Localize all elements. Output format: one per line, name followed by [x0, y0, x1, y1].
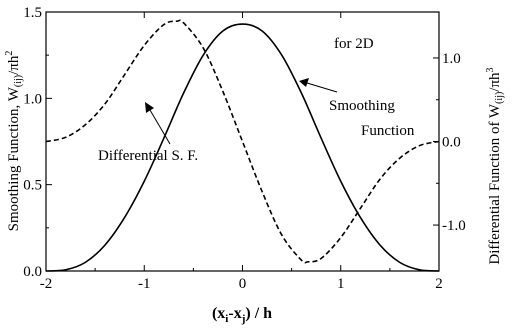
annotation-for-2d: for 2D [334, 36, 374, 52]
y-left-tick-label: 0.0 [23, 264, 42, 280]
label-function: Function [361, 123, 415, 139]
plot-frame [45, 11, 440, 272]
y-right-axis-label: Differential Function of W(ij)/πh3 [485, 67, 505, 264]
x-axis-ticks: -2 -1 0 1 2 [40, 12, 443, 292]
y-right-tick-label: 1.0 [442, 51, 461, 67]
arrow-differential-shaft [149, 109, 171, 145]
x-axis-label: (xi-xj) / h [212, 305, 272, 325]
x-tick-label: -1 [138, 276, 151, 292]
arrow-differential-head [145, 102, 154, 113]
x-tick-label: 0 [239, 276, 247, 292]
series-line-differential-sf [45, 19, 440, 264]
label-differential: Differential S. F. [98, 148, 198, 164]
y-left-tick-label: 0.5 [23, 178, 42, 194]
x-tick-label: 2 [435, 276, 443, 292]
label-smoothing: Smoothing [329, 98, 395, 114]
x-tick-label: 1 [337, 276, 345, 292]
y-left-tick-label: 1.0 [23, 91, 42, 107]
y-right-tick-label: -1.0 [442, 218, 466, 234]
arrow-smoothing-shaft [306, 82, 338, 93]
y-left-tick-label: 1.5 [23, 5, 42, 21]
x-tick-label: -2 [40, 276, 53, 292]
y-left-axis-ticks: 0.0 0.5 1.0 1.5 [23, 5, 52, 280]
arrow-smoothing-head [299, 78, 309, 87]
y-right-tick-label: 0.0 [442, 135, 461, 151]
y-right-axis-ticks: -1.0 0.0 1.0 [433, 51, 466, 234]
y-left-axis-label: Smoothing Function, W(ij)/πh2 [4, 51, 24, 232]
series-line-smoothing-function [45, 23, 440, 272]
